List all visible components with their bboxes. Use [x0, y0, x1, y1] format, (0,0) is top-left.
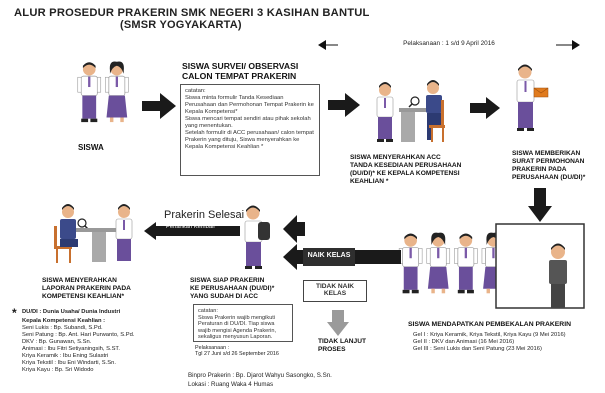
catatan-box: catatan: Siswa minta formulir Tanda Kese… — [180, 84, 320, 176]
arrow-right — [470, 97, 500, 119]
page-title: ALUR PROSEDUR PRAKERIN SMK NEGERI 3 KASI… — [14, 7, 370, 19]
catatan2-box: catatan: Siswa Prakerin wajib mengikuti … — [193, 304, 293, 342]
legend-item: Seni Patung : Bp. Ant. Hari Purwanto, S.… — [22, 332, 135, 338]
legend-item: Kriya Keramik : Ibu Ening Sulastri — [22, 353, 109, 359]
binpro-label: Binpro Prakerin : Bp. Djarot Wahyu Sason… — [188, 372, 332, 379]
student-backpack-figure — [244, 205, 270, 269]
legend-item: Seni Lukis : Bp. Subandi, S.Pd. — [22, 325, 103, 331]
survei-label: SISWA SURVEI/ OBSERVASI CALON TEMPAT PRA… — [182, 61, 299, 81]
desk-report-figure — [54, 204, 133, 263]
arrow-right — [328, 93, 360, 117]
gel-2: Gel II : DKV dan Animasi (16 Mei 2016) — [413, 339, 515, 345]
penarikan-label: Penarikan Kembali — [166, 224, 215, 230]
arrow-up-left — [283, 215, 305, 243]
pembekalan-group-figure — [398, 223, 585, 309]
gel-3: Gel III : Seni Lukis dan Seni Patung (23… — [413, 346, 542, 352]
timeline-label: Pelaksanaan : 1 s/d 9 April 2016 — [403, 40, 495, 47]
arrow-down — [528, 188, 552, 222]
pembekalan-label: SISWA MENDAPATKAN PEMBEKALAN PRAKERIN — [408, 321, 572, 328]
legend-kk-title: Kepala Kompetensi Keahlian : — [22, 318, 106, 324]
legend-item: Kriya Kayu : Bp. Sri Widodo — [22, 367, 94, 373]
lokasi-label: Lokasi : Ruang Waka 4 Humas — [188, 381, 274, 388]
legend-dudi: DU/DI : Dunia Usaha/ Dunia Industri — [22, 309, 121, 315]
pelaksanaan2-label: Pelaksanaan : Tgl 27 Juni s/d 26 Septemb… — [195, 345, 279, 358]
legend-item: Animasi : Ibu Fitri Setiyaningsih, S.ST. — [22, 346, 120, 352]
legend-item: Kriya Tekstil : Ibu Eni Windarti, S.Sn. — [22, 360, 116, 366]
tidak-naik-kelas-box: TIDAK NAIK KELAS — [303, 280, 367, 302]
gel-1: Gel I : Kriya Keramik, Kriya Tekstil, Kr… — [413, 332, 566, 338]
arrow-right — [142, 93, 176, 119]
arrow-left-selesai — [144, 222, 240, 240]
legend-star: * — [12, 306, 17, 320]
page-subtitle: (SMSR YOGYAKARTA) — [120, 19, 242, 31]
desk-meeting-figure — [376, 80, 445, 142]
timeline-arrow — [318, 39, 580, 51]
menyerahkan-laporan-label: SISWA MENYERAHKAN LAPORAN PRAKERIN PADA … — [42, 277, 131, 300]
legend-item: DKV : Bp. Gunawan, S.Sn. — [22, 339, 92, 345]
memberikan-surat-label: SISWA MEMBERIKAN SURAT PERMOHONAN PRAKER… — [512, 150, 586, 181]
menyerahkan-acc-label: SISWA MENYERAHKAN ACC TANDA KESEDIAAN PE… — [350, 154, 462, 185]
student-pair-figure — [77, 60, 129, 123]
siswa-label: SISWA — [78, 143, 104, 152]
student-envelope-figure — [516, 64, 549, 131]
tidak-lanjut-label: TIDAK LANJUT PROSES — [318, 338, 366, 353]
naik-kelas-label: NAIK KELAS — [307, 252, 351, 259]
prakerin-selesai-label: Prakerin Selesai — [164, 209, 245, 221]
siap-prakerin-label: SISWA SIAP PRAKERIN KE PERUSAHAAN (DU/DI… — [190, 277, 275, 300]
arrow-down-gray — [327, 310, 349, 336]
arrow-left-naik — [283, 244, 401, 270]
